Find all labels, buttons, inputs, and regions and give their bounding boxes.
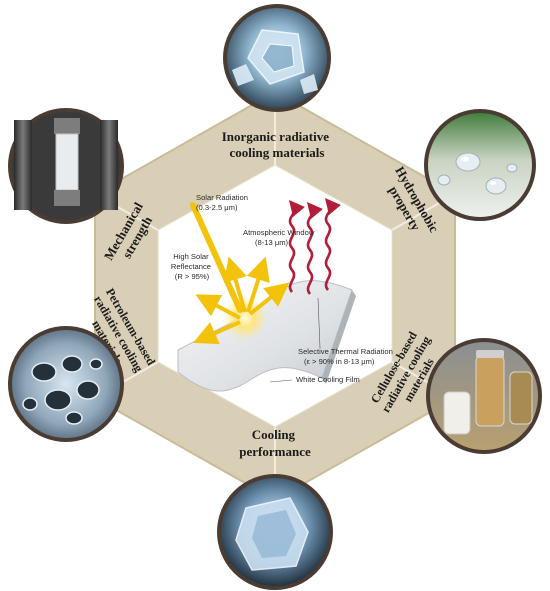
solar-burst — [223, 296, 267, 340]
ice-crystal-icon — [232, 29, 318, 94]
thermal-radiation-waves — [288, 197, 341, 295]
segment-label-top: Inorganic radiative cooling materials — [222, 129, 333, 160]
photo-lower-left — [8, 326, 124, 442]
cellulose-jars-icon — [443, 350, 533, 435]
photo-top — [223, 4, 331, 112]
solar-radiation-arrow — [190, 202, 243, 313]
photo-lower-right — [426, 338, 542, 454]
tensile-test-icon — [14, 118, 118, 210]
foam-structure-icon — [22, 355, 103, 425]
atmospheric-window-label: Atmospheric Window (8-13 μm) — [243, 228, 316, 247]
reflected-arrows — [193, 256, 290, 345]
segment-label-bottom: Cooling performance — [239, 427, 311, 459]
center-illustration: Solar Radiation (0.3-2.5 μm) Atmospheric… — [171, 193, 395, 392]
high-reflectance-label: High Solar Reflectance (R > 95%) — [171, 252, 213, 281]
photo-bottom — [217, 474, 333, 590]
photo-upper-left — [8, 108, 124, 224]
ice-cube-icon — [235, 497, 309, 571]
selective-thermal-label: Selective Thermal Radiation (ε > 90% in … — [298, 347, 395, 366]
white-cooling-film-label: White Cooling Film — [296, 375, 360, 384]
water-droplets-icon — [437, 152, 518, 195]
photo-upper-right — [424, 109, 536, 221]
solar-radiation-label: Solar Radiation (0.3-2.5 μm) — [196, 193, 250, 212]
